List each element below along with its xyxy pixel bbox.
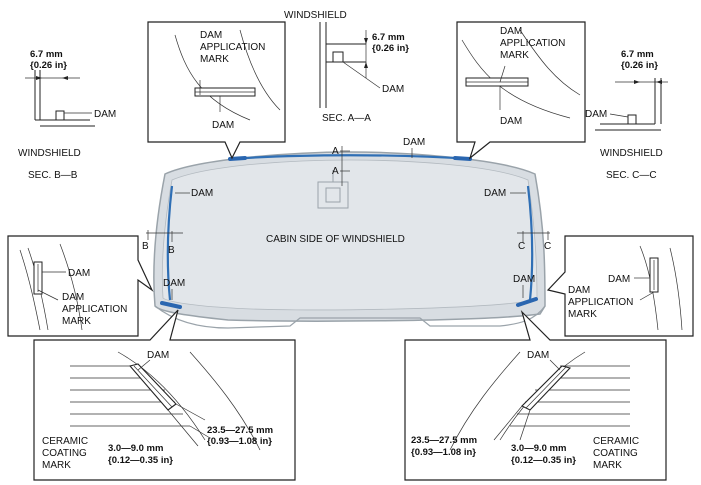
cbr-width-in: {0.12—0.35 in}	[511, 455, 576, 466]
cbr-offset-mm: 23.5—27.5 mm	[411, 435, 477, 446]
cmr-mark-line2: APPLICATION	[568, 297, 633, 308]
dam-line-right	[526, 185, 534, 301]
sec-c-height-mm: 6.7 mm	[621, 49, 654, 60]
sec-b-height-mm: 6.7 mm	[30, 49, 63, 60]
cbr-width-mm: 3.0—9.0 mm	[511, 443, 566, 454]
ctr-mark-line1: DAM	[500, 26, 522, 37]
cml-mark-line3: MARK	[62, 316, 91, 327]
dam-label-top-center: DAM	[403, 137, 425, 148]
ctl-mark-line2: APPLICATION	[200, 42, 265, 53]
cbl-ceramic-line1: CERAMIC	[42, 436, 88, 447]
mirror-bracket	[317, 170, 349, 209]
dam-line-left	[166, 185, 174, 301]
cml-mark-line2: APPLICATION	[62, 304, 127, 315]
cbr-dam-label: DAM	[527, 350, 549, 361]
cbr-ceramic-line3: MARK	[593, 460, 622, 471]
svg-text:C: C	[544, 241, 551, 252]
dam-line-top	[229, 154, 471, 161]
svg-text:A: A	[332, 166, 339, 177]
dam-mark-bottom-right	[516, 297, 538, 307]
sec-a-caption: SEC. A—A	[322, 113, 371, 124]
svg-text:C: C	[518, 241, 525, 252]
sec-c-dam-label: DAM	[585, 109, 607, 120]
callout-bottom-right: DAM 23.5—27.5 mm {0.93—1.08 in} 3.0—9.0 …	[404, 309, 667, 481]
sec-a-windshield-label: WINDSHIELD	[284, 10, 347, 21]
cml-mark-line1: DAM	[62, 292, 84, 303]
dam-mark-top-right	[453, 156, 472, 161]
dam-mark-top-left	[228, 156, 247, 161]
dam-label-glass-left-upper: DAM	[191, 188, 213, 199]
sec-b-height-in: {0.26 in}	[30, 60, 67, 71]
cbl-ceramic-line2: COATING	[42, 448, 87, 459]
cbl-offset-in: {0.93—1.08 in}	[207, 436, 272, 447]
section-c-c: 6.7 mm {0.26 in} DAM WINDSHIELD SEC. C—C	[585, 49, 668, 181]
svg-text:B: B	[142, 241, 149, 252]
windshield-lower-edge	[154, 305, 546, 329]
ctr-mark-line2: APPLICATION	[500, 38, 565, 49]
cbl-ceramic-line3: MARK	[42, 460, 71, 471]
callout-top-left: DAM APPLICATION MARK DAM	[147, 21, 286, 160]
sec-b-windshield-label: WINDSHIELD	[18, 148, 81, 159]
windshield-glass	[153, 151, 546, 329]
cbl-offset-mm: 23.5—27.5 mm	[207, 425, 273, 436]
sec-c-windshield-label: WINDSHIELD	[600, 148, 663, 159]
cabin-side-label: CABIN SIDE OF WINDSHIELD	[266, 234, 405, 245]
cbl-width-in: {0.12—0.35 in}	[108, 455, 173, 466]
ctl-dam-label: DAM	[212, 120, 234, 131]
sec-a-dam-label: DAM	[382, 84, 404, 95]
cbr-ceramic-line2: COATING	[593, 448, 638, 459]
ctr-mark-line3: MARK	[500, 50, 529, 61]
dam-mark-bottom-left	[160, 301, 182, 309]
cut-marker-c: C C	[517, 231, 551, 252]
section-b-b: 6.7 mm {0.26 in} DAM WINDSHIELD SEC. B—B	[18, 49, 116, 181]
ctl-mark-line3: MARK	[200, 54, 229, 65]
sec-c-caption: SEC. C—C	[606, 170, 657, 181]
cmr-dam-label: DAM	[608, 274, 630, 285]
ctr-dam-label: DAM	[500, 116, 522, 127]
cut-marker-b: B B	[142, 230, 183, 256]
dam-lines	[160, 154, 538, 309]
cmr-mark-line1: DAM	[568, 285, 590, 296]
cmr-mark-line3: MARK	[568, 309, 597, 320]
cut-marker-a: A A	[332, 146, 350, 186]
cbl-dam-label: DAM	[147, 350, 169, 361]
callout-middle-left: DAM DAM APPLICATION MARK	[7, 235, 154, 337]
dam-label-glass-left-lower: DAM	[163, 278, 185, 289]
callout-bottom-left: DAM 23.5—27.5 mm {0.93—1.08 in} 3.0—9.0 …	[33, 309, 296, 481]
callout-middle-right: DAM DAM APPLICATION MARK	[546, 235, 694, 337]
ctl-mark-line1: DAM	[200, 30, 222, 41]
sec-a-height-in: {0.26 in}	[372, 43, 409, 54]
section-a-a: WINDSHIELD 6.7 mm {0.26 in} DAM SEC. A—A	[284, 10, 409, 124]
dam-label-glass-right-upper: DAM	[484, 188, 506, 199]
sec-a-height-mm: 6.7 mm	[372, 32, 405, 43]
sec-b-dam-label: DAM	[94, 109, 116, 120]
svg-text:A: A	[332, 146, 339, 157]
cbl-width-mm: 3.0—9.0 mm	[108, 443, 163, 454]
sec-c-height-in: {0.26 in}	[621, 60, 658, 71]
cbr-ceramic-line1: CERAMIC	[593, 436, 639, 447]
cml-dam-label: DAM	[68, 268, 90, 279]
cbr-offset-in: {0.93—1.08 in}	[411, 447, 476, 458]
callout-top-right: DAM APPLICATION MARK DAM	[456, 21, 586, 160]
dam-label-glass-right-lower: DAM	[513, 274, 535, 285]
sec-b-caption: SEC. B—B	[28, 170, 78, 181]
svg-text:B: B	[168, 245, 175, 256]
